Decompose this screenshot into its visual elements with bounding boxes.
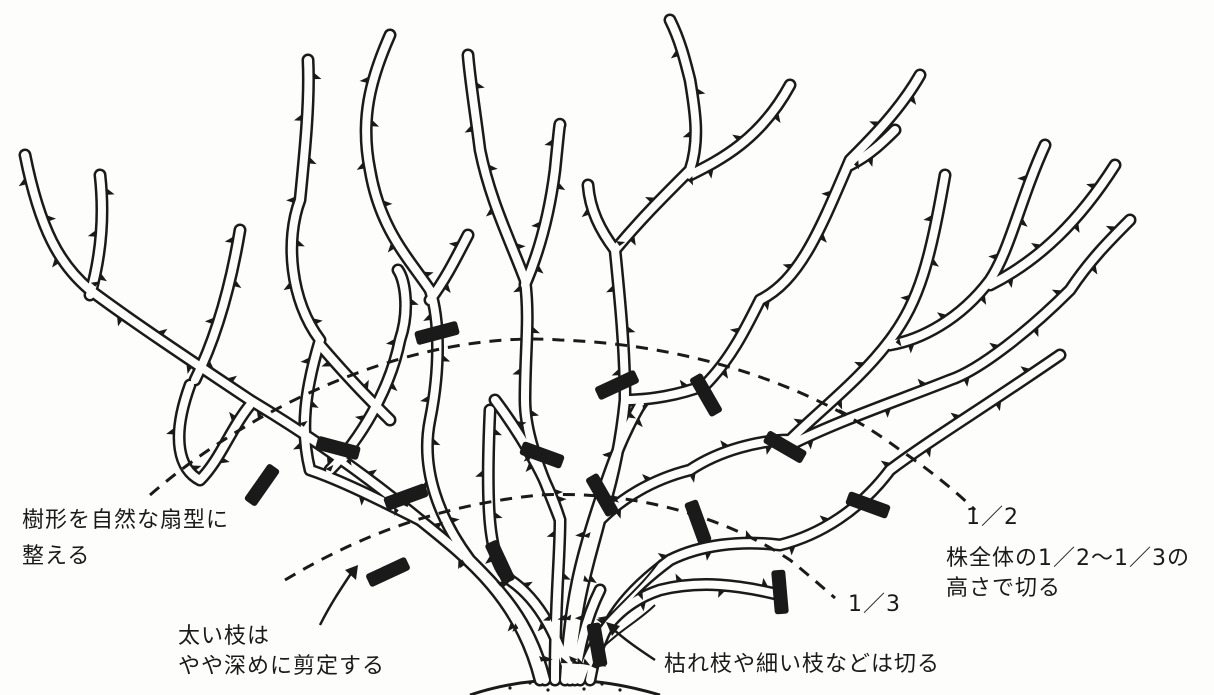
thorn — [564, 573, 571, 579]
thorn — [475, 471, 482, 477]
thorn — [698, 89, 706, 95]
cut-mark — [244, 463, 281, 507]
thorn — [225, 237, 233, 243]
thick-branch-line1: 太い枝は — [178, 622, 385, 652]
fan-shape-label: 樹形を自然な扇型に 整える — [22, 506, 229, 572]
thorn — [533, 327, 540, 333]
branch-fill — [615, 20, 696, 250]
thorn — [606, 286, 613, 293]
thorn — [558, 183, 565, 190]
thick-branch-line2: やや深めに剪定する — [178, 652, 385, 682]
thorn — [643, 405, 649, 413]
thorn — [465, 126, 472, 133]
thorn — [762, 578, 768, 586]
thorn — [628, 327, 635, 333]
thorn — [676, 574, 683, 581]
thorn — [495, 429, 502, 435]
thorn — [683, 131, 690, 137]
thorn — [706, 553, 712, 561]
thick-branch-label: 太い枝は やや深めに剪定する — [178, 622, 385, 682]
thorn — [547, 531, 554, 537]
thorn — [88, 231, 95, 237]
thorn — [423, 314, 430, 321]
thorn — [512, 369, 519, 375]
thorn — [293, 443, 300, 450]
thorn — [386, 339, 394, 345]
whole-plant-label: 株全体の1／2〜1／3の 高さで切る — [946, 544, 1190, 604]
third-label: 1／3 — [848, 590, 901, 620]
thorn — [100, 274, 107, 281]
thorn — [310, 158, 317, 165]
whole-plant-line1: 株全体の1／2〜1／3の — [946, 544, 1190, 574]
thorn — [718, 591, 725, 598]
thorn — [283, 283, 290, 290]
thorn — [372, 120, 379, 126]
thorn — [357, 163, 364, 170]
thorn — [766, 447, 772, 455]
thorn — [420, 396, 428, 402]
fan-shape-line2: 整える — [22, 542, 229, 572]
cut-mark — [684, 499, 712, 545]
cut-mark — [365, 556, 411, 587]
thorn — [443, 355, 450, 361]
branch-outline — [690, 85, 790, 175]
thorn — [544, 140, 552, 146]
thorn — [166, 428, 173, 434]
thorn — [298, 240, 305, 246]
thorn — [477, 83, 485, 89]
thorn — [531, 222, 539, 228]
cut-mark — [771, 569, 789, 614]
fan-shape-line1: 樹形を自然な扇型に — [22, 506, 229, 536]
thorn — [433, 439, 440, 445]
dead-branch-label: 枯れ枝や細い枝などは切る — [664, 650, 940, 680]
thorn — [513, 286, 520, 293]
thorn — [495, 512, 502, 518]
thorn — [411, 299, 418, 305]
thorn — [531, 410, 539, 416]
thorn — [294, 115, 301, 121]
half-label: 1／2 — [966, 503, 1019, 533]
thorn — [312, 401, 319, 408]
thorn — [923, 215, 931, 221]
thick-branch-leader — [320, 572, 352, 625]
whole-plant-line2: 高さで切る — [946, 574, 1190, 604]
thorn — [314, 73, 321, 79]
thorn — [612, 369, 619, 375]
thorn — [107, 189, 114, 195]
